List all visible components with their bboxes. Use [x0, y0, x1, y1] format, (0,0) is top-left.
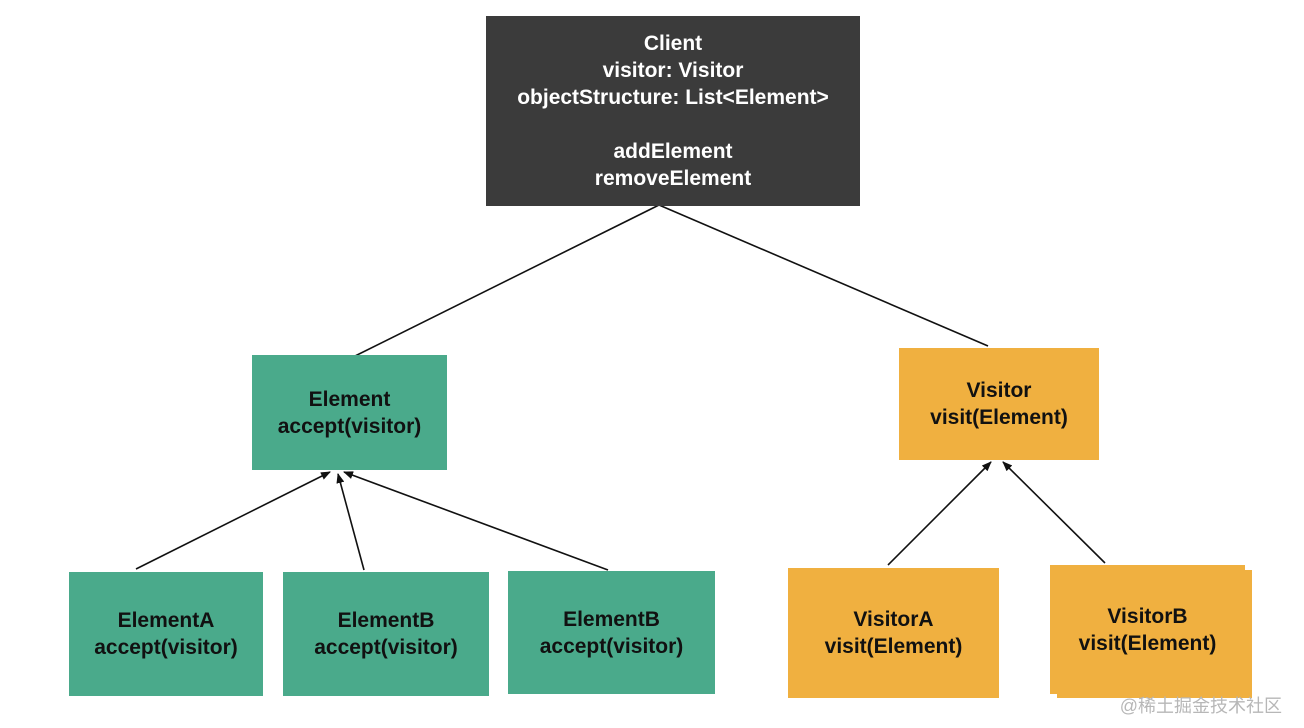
visitor-impl-box: VisitorA visit(Element): [788, 568, 999, 698]
visitor-box: Visitor visit(Element): [899, 348, 1099, 460]
client-field-visitor: visitor: Visitor: [602, 59, 744, 82]
element-box: Element accept(visitor): [252, 355, 447, 470]
visitor-impl-name: VisitorA: [853, 608, 934, 631]
line-client-to-visitor: [658, 204, 989, 347]
line-client-to-element: [350, 204, 660, 359]
element-impl-name: ElementA: [117, 609, 215, 632]
watermark: @稀土掘金技术社区: [1119, 696, 1282, 716]
element-impl-method: accept(visitor): [314, 636, 458, 659]
client-box: Client visitor: Visitor objectStructure:…: [486, 16, 860, 206]
client-field-object-structure: objectStructure: List<Element>: [517, 86, 829, 109]
client-title: Client: [643, 32, 703, 55]
element-impl-method: accept(visitor): [539, 634, 684, 658]
element-impl-box: ElementB accept(visitor): [508, 571, 715, 694]
arrow-elementb-to-element: [336, 473, 365, 571]
client-method-remove-element: removeElement: [594, 167, 752, 190]
visitor-impl-method: visit(Element): [1078, 631, 1217, 655]
visitor-impl-box: VisitorB visit(Element): [1050, 565, 1245, 694]
element-impl-box: ElementB accept(visitor): [283, 572, 489, 696]
arrow-elementb2-to-element: [343, 471, 609, 571]
element-impl-method: accept(visitor): [94, 636, 238, 659]
element-impl-name: ElementB: [337, 609, 435, 632]
visitor-name: Visitor: [966, 379, 1032, 402]
element-impl-box: ElementA accept(visitor): [69, 572, 263, 696]
element-impl-name: ElementB: [563, 607, 660, 631]
visitor-impl-method: visit(Element): [824, 635, 963, 658]
visitor-impl-name: VisitorB: [1107, 604, 1188, 628]
arrow-elementa-to-element: [135, 471, 331, 570]
arrow-visitorb-to-visitor: [1002, 461, 1106, 564]
visitor-method: visit(Element): [930, 406, 1068, 429]
element-name: Element: [308, 387, 391, 411]
client-method-add-element: addElement: [613, 140, 733, 163]
element-method: accept(visitor): [277, 414, 422, 438]
arrow-visitora-to-visitor: [887, 461, 992, 566]
